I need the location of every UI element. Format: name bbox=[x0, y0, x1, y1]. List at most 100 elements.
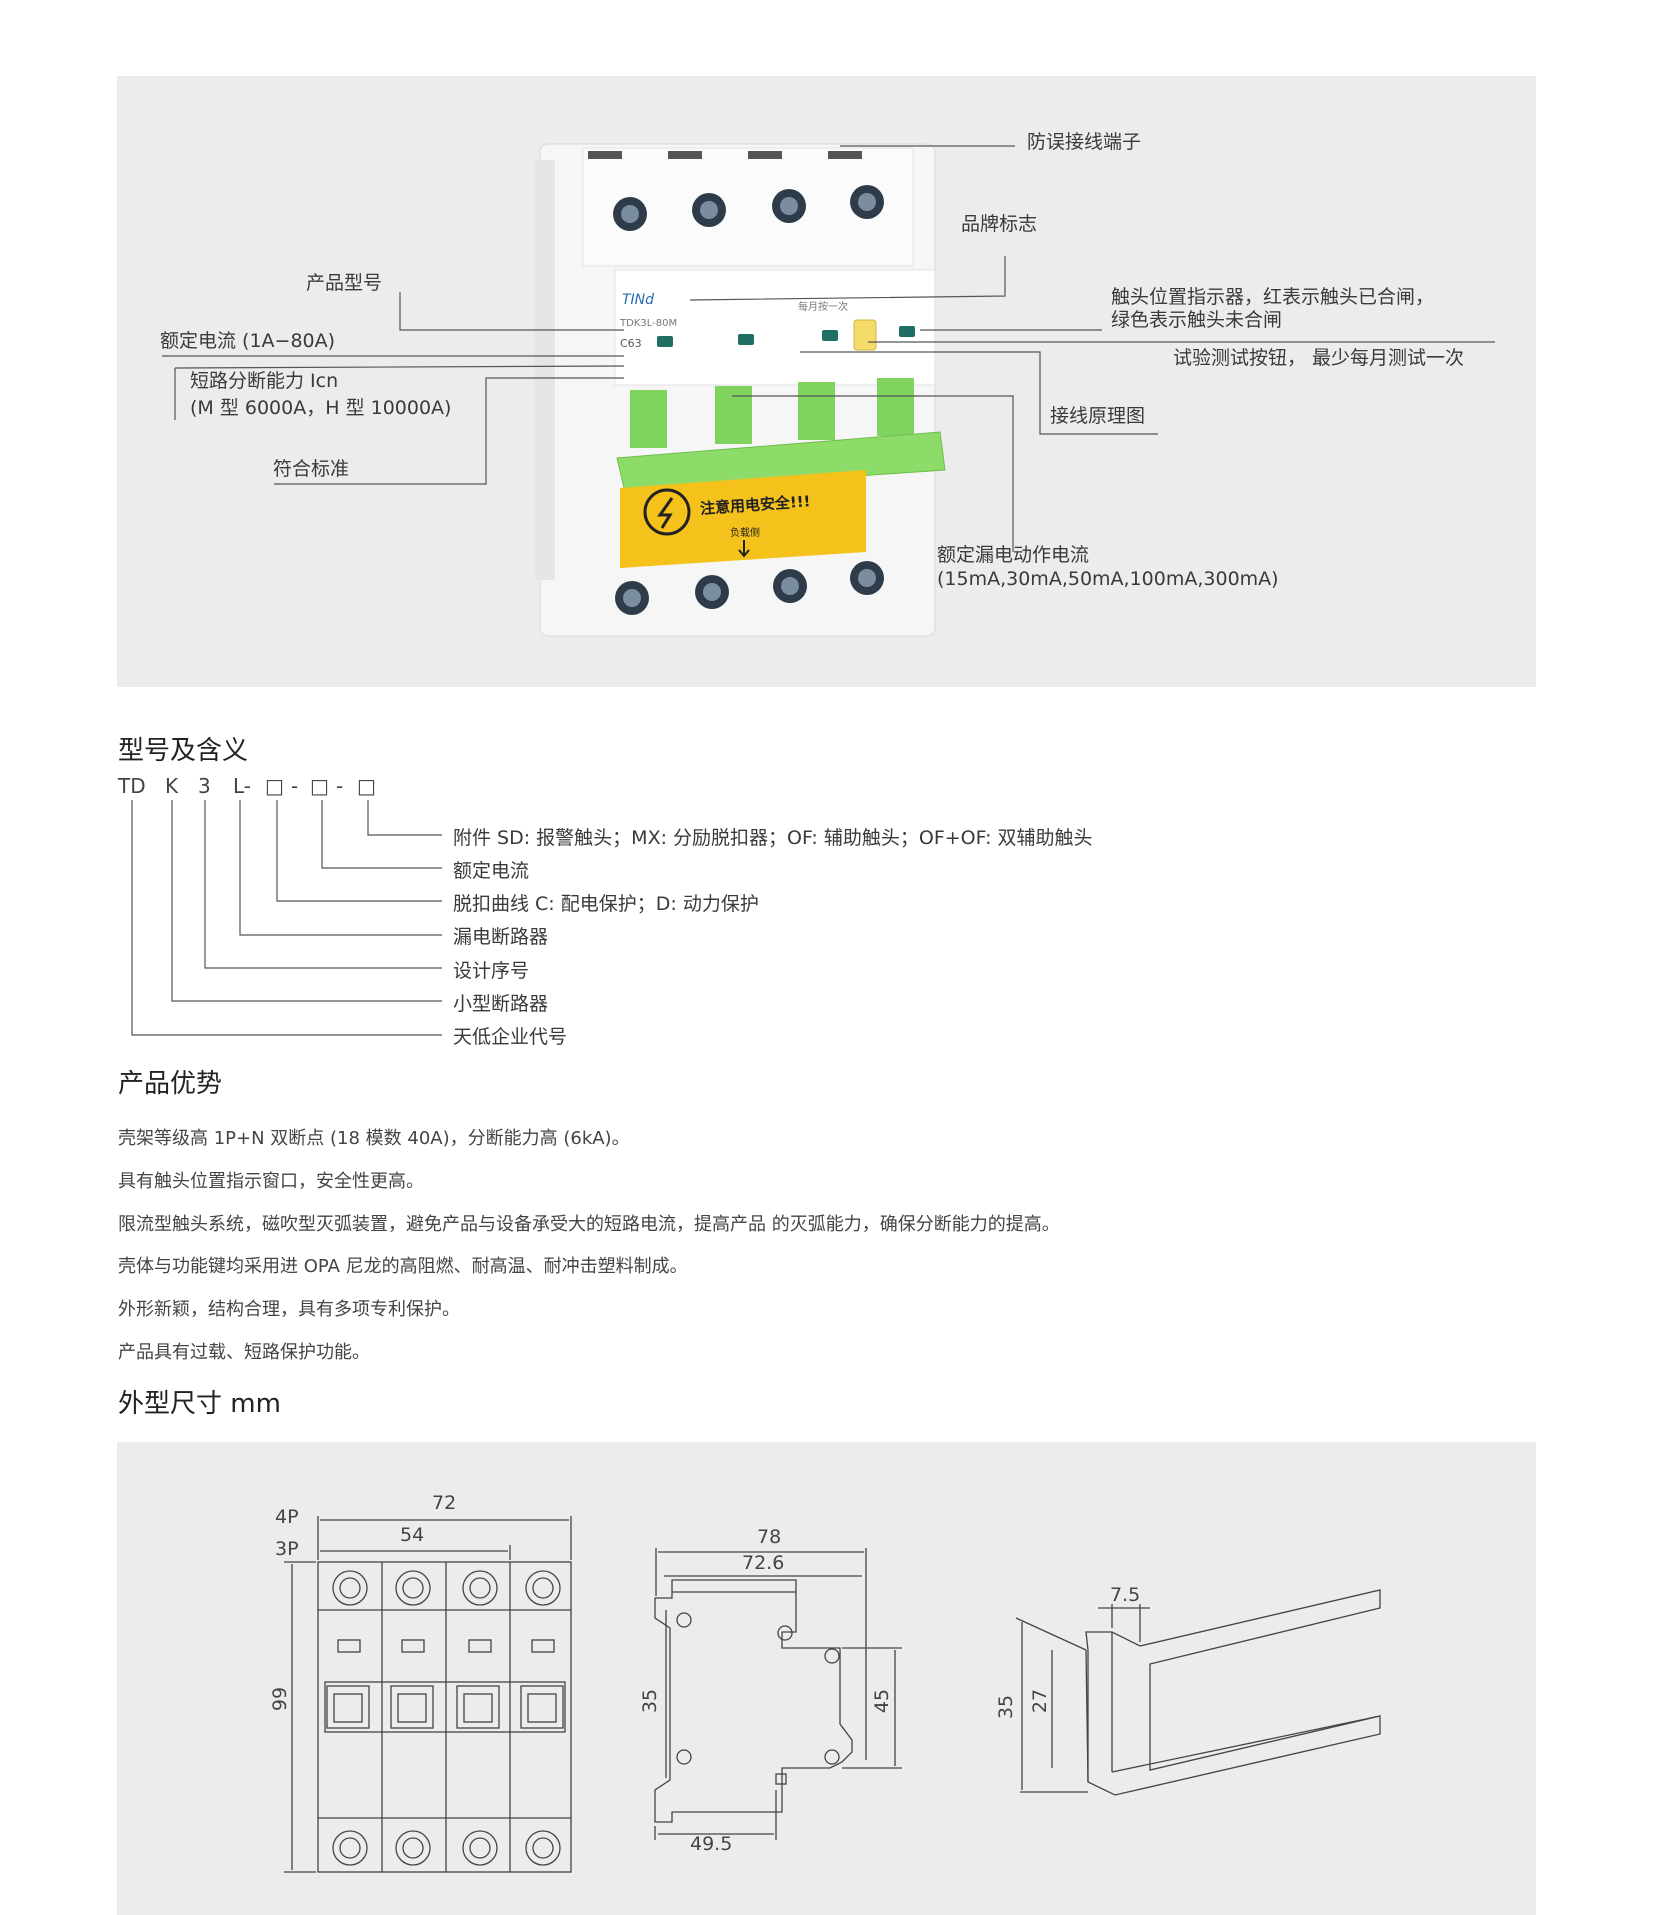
leader-line-brand bbox=[689, 256, 1006, 301]
code-part: - bbox=[291, 774, 299, 798]
lightning-bolt bbox=[657, 497, 674, 529]
terminal-circle bbox=[332, 1570, 368, 1606]
terminal-circle-inner bbox=[402, 1837, 424, 1859]
terminal-screw-head bbox=[700, 201, 718, 219]
position-indicator-window bbox=[822, 330, 838, 341]
dim-value-54: 54 bbox=[400, 1524, 425, 1546]
breaker-handle bbox=[630, 390, 667, 448]
breaker-device bbox=[535, 143, 946, 637]
code-part: 3 bbox=[198, 774, 211, 798]
terminal-circle-inner bbox=[402, 1577, 424, 1599]
brand-mark: TINd bbox=[622, 292, 655, 308]
pole-handle-inner bbox=[527, 1693, 557, 1723]
terminal-circle-inner bbox=[532, 1577, 554, 1599]
terminal-circle bbox=[462, 1830, 498, 1866]
side-hole bbox=[824, 1648, 840, 1664]
label-test-button: 试验测试按钮， 最少每月测试一次 bbox=[1173, 347, 1465, 369]
dim-value-45: 45 bbox=[871, 1688, 894, 1714]
leader-line-wiring bbox=[800, 351, 1158, 435]
label-leak-line2: (15mA,30mA,50mA,100mA,300mA) bbox=[937, 568, 1279, 590]
leader-line-standard bbox=[274, 377, 624, 485]
meaning-accessory: 附件 SD: 报警触头；MX: 分励脱扣器；OF: 辅助触头；OF+OF: 双辅… bbox=[453, 827, 1093, 849]
label-terminal: 防误接线端子 bbox=[1027, 131, 1142, 153]
terminal-screw-head bbox=[780, 197, 798, 215]
breaker-handle bbox=[798, 382, 835, 440]
terminal-screw-head bbox=[703, 583, 721, 601]
rail-edge bbox=[1111, 1715, 1381, 1773]
advantage-item: 具有触头位置指示窗口，安全性更高。 bbox=[118, 1171, 424, 1192]
label-breaking-line1: 短路分断能力 Icn bbox=[190, 370, 339, 392]
dim-value-78: 78 bbox=[757, 1526, 782, 1548]
dimensions-section-title: 外型尺寸 mm bbox=[118, 1389, 281, 1419]
terminal-circle bbox=[395, 1830, 431, 1866]
leader-lines bbox=[162, 145, 1495, 552]
side-view-outline bbox=[654, 1579, 853, 1823]
terminal-screw-head bbox=[623, 589, 641, 607]
handle-tie-bar bbox=[616, 431, 946, 493]
terminal-slot bbox=[668, 151, 702, 159]
breaker-handle bbox=[877, 378, 914, 436]
tree-line bbox=[367, 800, 442, 836]
rail-outline bbox=[1085, 1589, 1381, 1796]
lightning-icon bbox=[643, 488, 691, 536]
terminal-circle bbox=[332, 1830, 368, 1866]
side-notch bbox=[775, 1773, 787, 1785]
tree-line bbox=[276, 800, 442, 902]
label-wiring: 接线原理图 bbox=[1050, 405, 1146, 427]
advantage-item: 限流型触头系统，磁吹型灭弧装置，避免产品与设备承受大的短路电流，提高产品 的灭弧… bbox=[118, 1214, 1060, 1235]
dim-extension bbox=[1015, 1617, 1087, 1651]
leader-line-model bbox=[399, 292, 624, 331]
meaning-design-no: 设计序号 bbox=[453, 960, 530, 982]
dim-value-99: 99 bbox=[269, 1686, 292, 1712]
advantage-item: 壳体与功能键均采用进 OPA 尼龙的高阻燃、耐高温、耐冲击塑料制成。 bbox=[118, 1256, 688, 1277]
front-label-4p: 4P bbox=[275, 1506, 299, 1528]
terminal-circle bbox=[462, 1570, 498, 1606]
label-standard: 符合标准 bbox=[273, 458, 350, 480]
side-hole bbox=[824, 1749, 840, 1765]
side-hole bbox=[777, 1625, 793, 1641]
leader-line-leak bbox=[732, 395, 1014, 552]
device-side bbox=[535, 160, 555, 580]
code-part: □ bbox=[357, 774, 376, 798]
position-indicator-window bbox=[738, 334, 754, 345]
side-view-drawing bbox=[654, 1548, 902, 1840]
terminal-circle bbox=[525, 1570, 561, 1606]
position-indicator-window bbox=[899, 326, 915, 337]
leader-line-breaking-h bbox=[174, 365, 625, 369]
advantage-item: 壳架等级高 1P+N 双断点 (18 模数 40A)，分断能力高 (6kA)。 bbox=[118, 1128, 630, 1149]
front-view-outline bbox=[317, 1561, 572, 1873]
tree-line bbox=[171, 800, 442, 1002]
code-part: □ bbox=[310, 774, 329, 798]
terminal-slot bbox=[748, 151, 782, 159]
meaning-rcbo: 漏电断路器 bbox=[453, 926, 549, 948]
model-section-title: 型号及含义 bbox=[118, 736, 249, 766]
front-view-drawing bbox=[284, 1516, 572, 1873]
advantage-item: 产品具有过载、短路保护功能。 bbox=[118, 1342, 370, 1363]
label-model: 产品型号 bbox=[306, 272, 383, 294]
terminal-circle-inner bbox=[532, 1837, 554, 1859]
tree-line bbox=[239, 800, 442, 936]
pole-handle bbox=[390, 1685, 434, 1729]
terminal-circle bbox=[395, 1570, 431, 1606]
label-brand: 品牌标志 bbox=[961, 213, 1038, 235]
code-part: L- bbox=[233, 774, 252, 798]
indicator-window bbox=[468, 1639, 492, 1653]
rail-edge bbox=[1085, 1649, 1089, 1783]
meaning-mcb: 小型断路器 bbox=[453, 993, 549, 1015]
device-model-text: TDK3L-80M bbox=[620, 318, 678, 329]
label-indicator-line1: 触头位置指示器，红表示触头已合闸， bbox=[1111, 286, 1435, 308]
terminal-circle-inner bbox=[339, 1837, 361, 1859]
dim-value-49-5: 49.5 bbox=[690, 1833, 733, 1855]
code-part: □ bbox=[265, 774, 284, 798]
dim-value-35-side: 35 bbox=[639, 1688, 662, 1714]
label-breaking-line2: (M 型 6000A，H 型 10000A) bbox=[190, 397, 452, 419]
terminal-screw-head bbox=[781, 577, 799, 595]
pole-handle-inner bbox=[333, 1693, 363, 1723]
dim-value-72: 72 bbox=[432, 1492, 457, 1514]
tree-line bbox=[321, 800, 442, 869]
terminal-slot bbox=[828, 151, 862, 159]
label-leak-line1: 额定漏电动作电流 bbox=[937, 544, 1090, 566]
dim-value-72-6: 72.6 bbox=[742, 1552, 785, 1574]
terminal-circle-inner bbox=[339, 1577, 361, 1599]
